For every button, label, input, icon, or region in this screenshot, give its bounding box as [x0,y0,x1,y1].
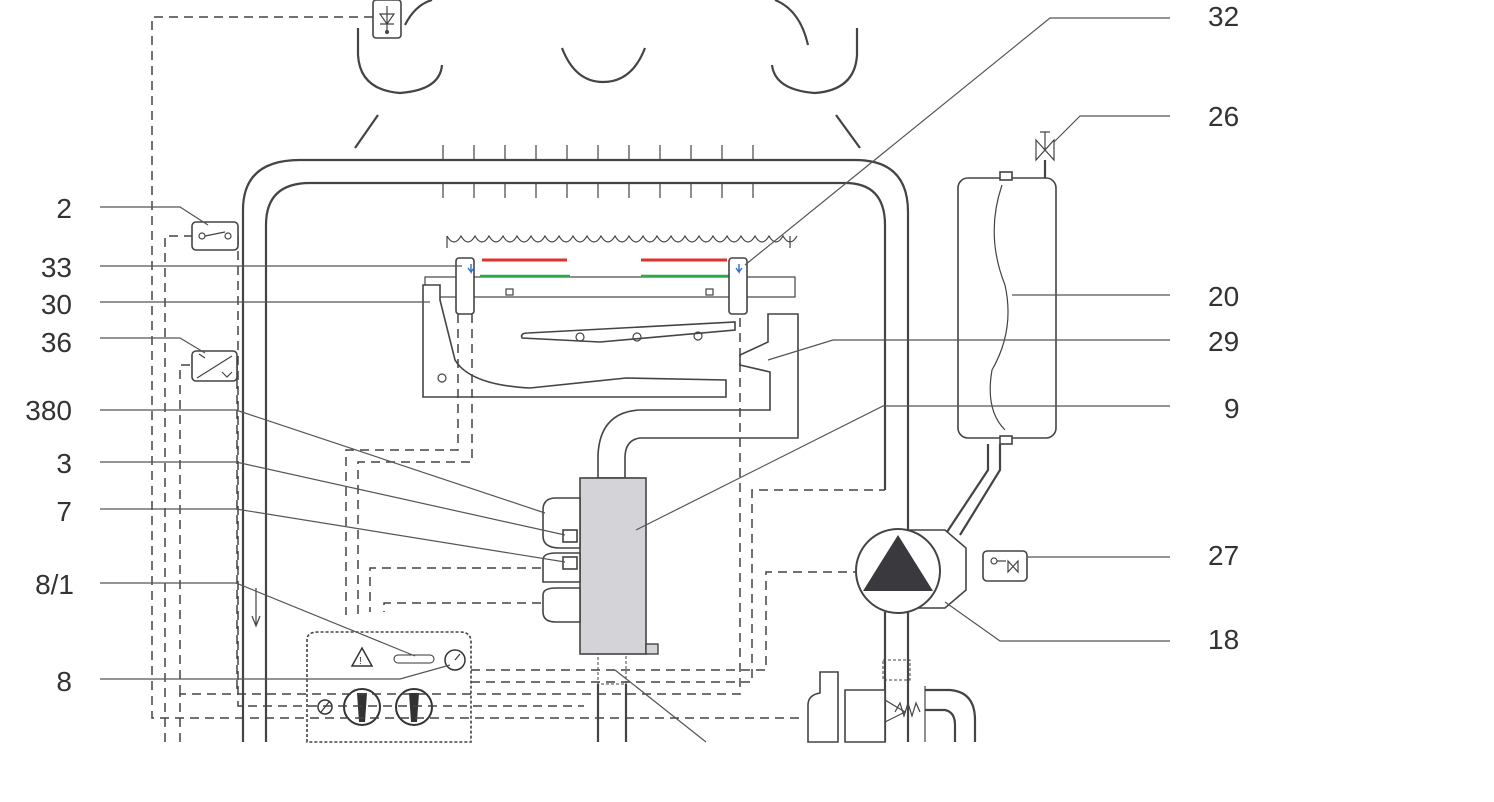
svg-text:!: ! [359,656,362,667]
warning-triangle-icon [350,646,374,667]
callout-26: 26 [1208,101,1239,132]
callout-3: 3 [56,448,72,479]
flow-direction-arrow [251,588,261,628]
vessel-pipe [944,444,1002,536]
callout-18: 18 [1208,624,1239,655]
pump-triangle-icon [863,535,933,591]
heat-exchanger [241,145,910,742]
callout-labels: 2 33 30 36 380 3 7 8/1 8 32 26 20 29 9 2… [25,1,1239,697]
expansion-vessel [957,160,1057,445]
callout-8-1: 8/1 [35,569,74,600]
callout-36: 36 [41,327,72,358]
callout-20: 20 [1208,281,1239,312]
callout-380: 380 [25,395,72,426]
leader-lines [100,17,1170,743]
flue-sensor-symbol [372,0,402,39]
control-panel: ! [306,631,472,743]
ignition-electrode-right [728,257,748,315]
wiring-dashed [151,16,885,742]
callout-30: 30 [41,289,72,320]
temperature-sensor-symbol [191,350,238,382]
pressure-switch-symbol [191,221,239,251]
callout-7: 7 [56,496,72,527]
ignition-electrode-left [455,257,475,315]
safety-valve-symbol [982,550,1028,582]
callout-9: 9 [1224,393,1240,424]
gas-valve [542,477,659,742]
air-vent-valve-icon [1035,131,1055,162]
callout-2: 2 [56,193,72,224]
hydraulic-group [807,671,977,743]
callout-8: 8 [56,666,72,697]
callout-32: 32 [1208,1,1239,32]
callout-29: 29 [1208,326,1239,357]
gas-supply-pipe [583,313,799,499]
pump [855,528,967,742]
callout-27: 27 [1208,540,1239,571]
callout-33: 33 [41,252,72,283]
flue-hood [354,0,861,149]
burner-assembly [422,234,798,398]
